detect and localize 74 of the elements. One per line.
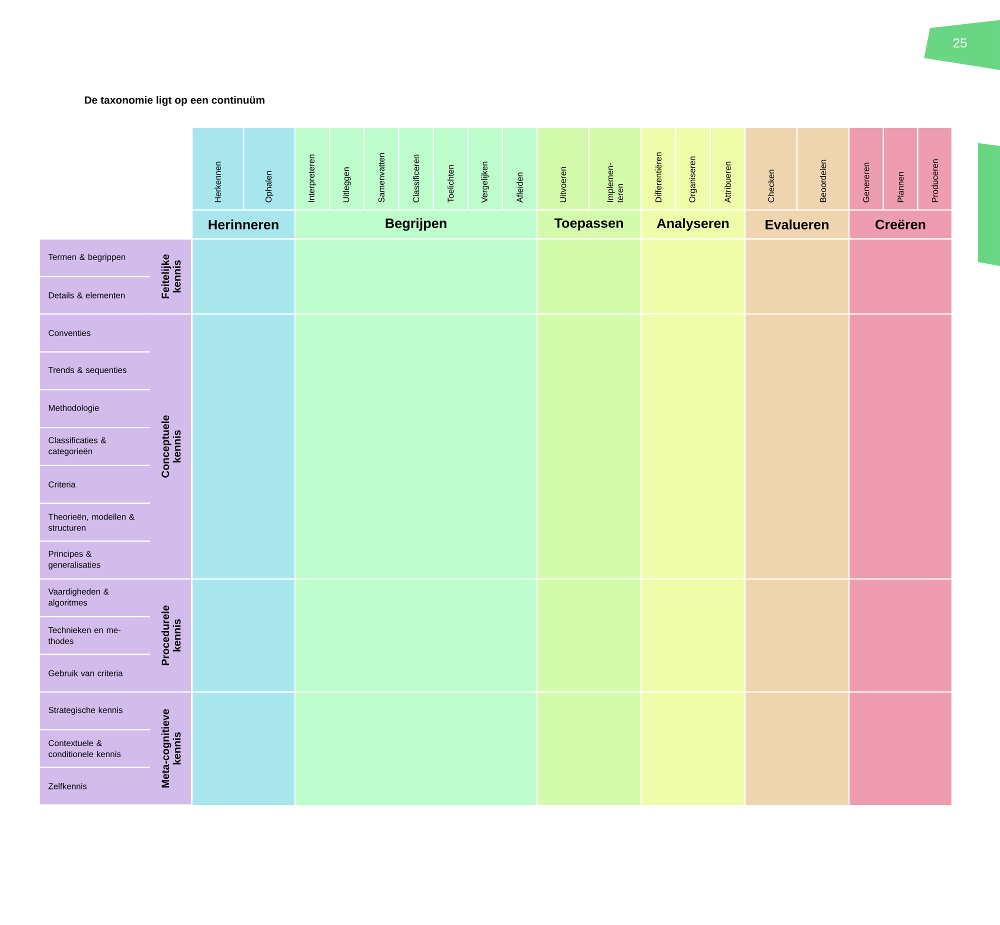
row-cell: Termen & begrippen: [40, 240, 150, 276]
row-cell: Zelfkennis: [40, 768, 150, 804]
category-header: Analyseren: [642, 210, 744, 238]
verb-cell: Vergelijken: [468, 128, 502, 210]
node-label: Contextuele & conditionele kennis: [48, 740, 121, 758]
node-label: Organiseren: [689, 156, 697, 202]
verb-cell: Toelichten: [434, 128, 468, 210]
row-cell: Theorieën, modellen & structuren: [40, 504, 150, 541]
verb-cell: Differentiëren: [642, 128, 676, 210]
row-cell: Conventies: [40, 314, 150, 352]
node-label: Details & elementen: [48, 292, 125, 298]
node-label: Uitleggen: [342, 167, 351, 202]
category-header: Evalueren: [746, 210, 848, 238]
row-cell: Contextuele & conditionele kennis: [40, 730, 150, 767]
row-cell: Gebruik van criteria: [40, 654, 150, 692]
verb-cell: Implemen- teren: [590, 128, 640, 210]
node-label: Technieken en me- thodes: [48, 626, 121, 644]
node-label: Criteria: [48, 481, 76, 488]
node-label: Strategische kennis: [48, 706, 123, 715]
node-label: Attribueren: [724, 162, 731, 203]
verb-cell: Uitvoeren: [538, 128, 588, 210]
row-cell: Trends & sequenties: [40, 352, 150, 390]
node-label: Toelichten: [447, 165, 454, 203]
node-label: Vaardigheden & algoritmes: [48, 588, 109, 608]
node-label: Zelfkennis: [48, 783, 87, 790]
node-label: Genereren: [863, 162, 870, 202]
category-header: Toepassen: [538, 210, 640, 238]
row-cell: Classificaties & categorieën: [40, 428, 150, 465]
verb-cell: Afleiden: [503, 128, 536, 210]
verb-cell: Beoordelen: [798, 128, 848, 210]
node-label: Produceren: [932, 159, 938, 202]
knowledge-type-cell: Procedurele kennis: [150, 580, 191, 692]
node-label: Principes & generalisaties: [48, 550, 100, 570]
node-label: Conceptuele kennis: [161, 415, 181, 478]
category-header: Creëren: [850, 210, 952, 238]
row-cell: Principes & generalisaties: [40, 542, 150, 578]
node-label: Meta-cognitieve kennis: [161, 709, 181, 788]
category-header: Herinneren: [192, 210, 294, 238]
node-label: Classificaties & categorieën: [48, 437, 106, 456]
row-cell: Strategische kennis: [40, 692, 150, 730]
verb-cell: Produceren: [918, 128, 952, 210]
verb-cell: Uitleggen: [330, 128, 364, 210]
node-label: Gebruik van criteria: [48, 670, 123, 676]
node-label: Plannen: [897, 172, 904, 202]
node-label: Conventies: [48, 330, 90, 336]
node-label: Classificeren: [412, 154, 420, 202]
node-label: Theorieën, modellen & structuren: [48, 514, 135, 531]
node-label: Trends & sequenties: [48, 366, 126, 375]
verb-cell: Genereren: [850, 128, 883, 210]
row-cell: Methodologie: [40, 390, 150, 427]
verb-cell: Classificeren: [399, 128, 433, 210]
verb-cell: Ophalen: [244, 128, 294, 210]
row-cell: Technieken en me- thodes: [40, 617, 150, 654]
node-label: Differentiëren: [655, 152, 662, 202]
row-cell: Details & elementen: [40, 277, 150, 314]
title: De taxonomie ligt op een continuüm: [84, 96, 264, 106]
page-number: 25: [953, 38, 967, 48]
verb-cell: Organiseren: [676, 128, 710, 210]
node-label: Samenvatten: [378, 153, 384, 202]
verb-cell: Plannen: [884, 128, 918, 210]
verb-cell: Checken: [746, 128, 796, 210]
verb-cell: Attribueren: [710, 128, 744, 210]
verb-cell: Herkennen: [192, 128, 243, 210]
row-cell: Vaardigheden & algoritmes: [40, 580, 150, 616]
node-label: Procedurele kennis: [161, 606, 181, 666]
verb-cell: Samenvatten: [364, 128, 398, 210]
node-label: Termen & begrippen: [48, 254, 126, 262]
knowledge-type-cell: Meta-cognitieve kennis: [150, 692, 191, 804]
row-cell: Criteria: [40, 466, 150, 503]
knowledge-type-cell: Feitelijke kennis: [150, 240, 191, 314]
node-label: Feitelijke kennis: [161, 254, 181, 298]
verb-cell: Interpreteren: [296, 128, 329, 210]
node-label: Vergelijken: [481, 162, 490, 203]
node-label: Methodologie: [48, 404, 99, 413]
